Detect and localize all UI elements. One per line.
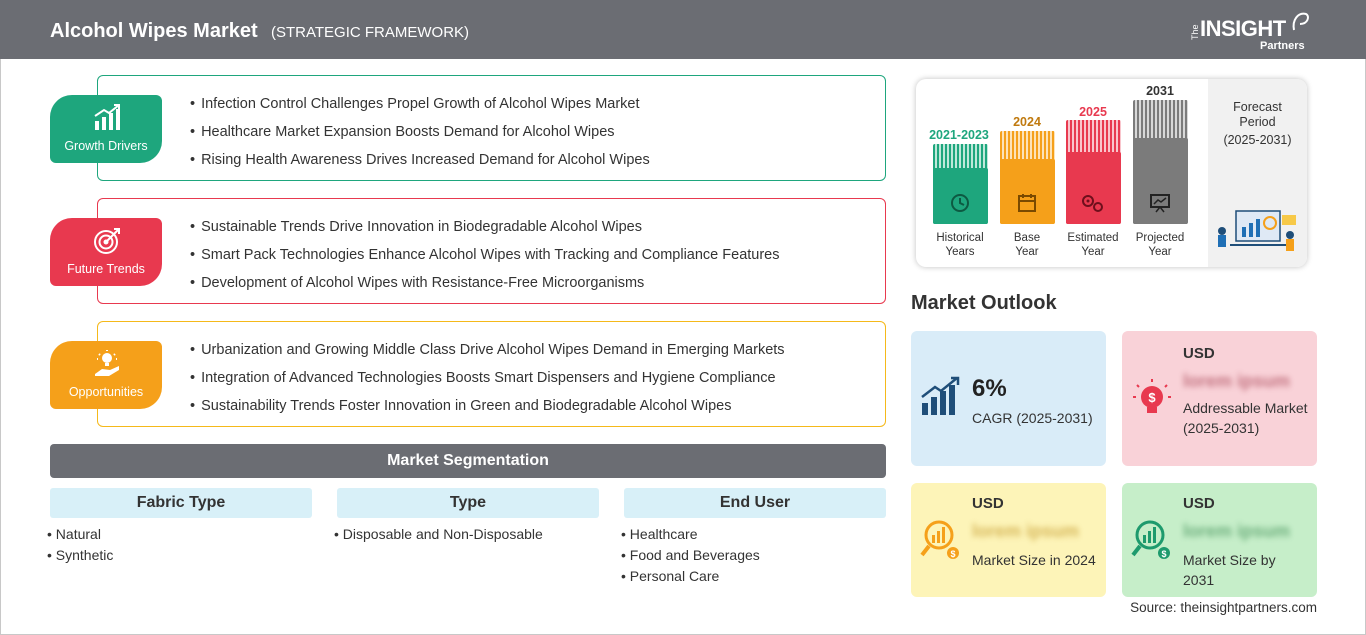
- list-item: Synthetic: [47, 545, 114, 566]
- logo-insight-text: INSIGHT: [1200, 16, 1286, 41]
- cagr-value: 6%: [972, 375, 1007, 402]
- calendar-icon: [1018, 194, 1036, 212]
- future-trends-list: Sustainable Trends Drive Innovation in B…: [190, 213, 780, 297]
- cagr-card: 6% CAGR (2025-2031): [911, 331, 1106, 466]
- list-item: Development of Alcohol Wipes with Resist…: [190, 269, 780, 297]
- size2031-value: lorem ipsum: [1183, 521, 1291, 541]
- gears-icon: [1082, 195, 1103, 212]
- opportunities-badge: Opportunities: [50, 341, 162, 409]
- size2031-usd: USD: [1183, 495, 1215, 512]
- market-size-2031-card: $ USD lorem ipsum Market Size by 2031: [1122, 483, 1317, 597]
- bar-base: [1000, 131, 1055, 224]
- list-item: Personal Care: [621, 566, 760, 587]
- market-size-2024-card: $ USD lorem ipsum Market Size in 2024: [911, 483, 1106, 597]
- forecast-label-line1: Forecast: [1233, 100, 1282, 114]
- size2031-label: Market Size by 2031: [1183, 552, 1276, 588]
- list-item: Infection Control Challenges Propel Grow…: [190, 90, 650, 118]
- addressable-value: lorem ipsum: [1183, 371, 1291, 391]
- growth-drivers-label: Growth Drivers: [64, 139, 148, 153]
- page-subtitle: (STRATEGIC FRAMEWORK): [271, 24, 470, 41]
- forecast-label-line2: Period: [1239, 115, 1276, 129]
- bar-historical: [933, 144, 988, 224]
- size2024-usd: USD: [972, 495, 1004, 512]
- bar-estimated: [1066, 120, 1121, 224]
- end-user-list: Healthcare Food and Beverages Personal C…: [621, 524, 760, 587]
- magnifier-chart-icon: $: [1131, 520, 1170, 559]
- segmentation-title: Market Segmentation: [50, 444, 886, 478]
- magnifier-chart-icon: $: [920, 520, 959, 559]
- period-year-projected: 2031: [1146, 84, 1174, 98]
- growth-chart-icon: [94, 104, 120, 130]
- header-bar: Alcohol Wipes Market (STRATEGIC FRAMEWOR…: [0, 0, 1366, 59]
- company-logo: The INSIGHT Partners: [1190, 8, 1320, 54]
- dollar-bulb-icon: $: [1133, 379, 1171, 413]
- growth-chart-icon: [921, 376, 960, 415]
- addressable-market-card: $ USD lorem ipsum Addressable Market (20…: [1122, 331, 1317, 466]
- list-item: Healthcare: [621, 524, 760, 545]
- period-year-historical: 2021-2023: [929, 128, 989, 142]
- period-year-estimated: 2025: [1079, 105, 1107, 119]
- opportunities-list: Urbanization and Growing Middle Class Dr…: [190, 336, 785, 420]
- size2024-label: Market Size in 2024: [972, 552, 1096, 568]
- segment-heading-end-user: End User: [624, 488, 886, 518]
- list-item: Integration of Advanced Technologies Boo…: [190, 364, 785, 392]
- opportunities-label: Opportunities: [68, 385, 144, 399]
- bar-projected: [1133, 100, 1188, 224]
- list-item: Healthcare Market Expansion Boosts Deman…: [190, 118, 650, 146]
- addressable-label: Addressable Market (2025-2031): [1183, 400, 1308, 436]
- list-item: Natural: [47, 524, 113, 545]
- size2024-value: lorem ipsum: [972, 521, 1080, 541]
- cagr-label: CAGR (2025-2031): [972, 410, 1093, 426]
- type-list: Disposable and Non-Disposable: [334, 524, 543, 545]
- history-icon: [951, 194, 969, 212]
- opportunities-box: Urbanization and Growing Middle Class Dr…: [97, 321, 886, 427]
- future-trends-label: Future Trends: [67, 262, 145, 276]
- forecast-range: (2025-2031): [1223, 133, 1292, 147]
- lightbulb-hand-icon: [95, 350, 119, 376]
- future-trends-box: Sustainable Trends Drive Innovation in B…: [97, 198, 886, 304]
- segment-heading-fabric-type: Fabric Type: [50, 488, 312, 518]
- fabric-type-list: Natural Synthetic: [47, 524, 114, 566]
- svg-text:$: $: [950, 549, 955, 559]
- list-item: Food and Beverages: [621, 545, 760, 566]
- list-item: Rising Health Awareness Drives Increased…: [190, 146, 650, 174]
- analytics-people-icon: [1218, 210, 1296, 251]
- list-item: Smart Pack Technologies Enhance Alcohol …: [190, 241, 779, 269]
- target-icon: [94, 228, 120, 254]
- growth-drivers-list: Infection Control Challenges Propel Grow…: [190, 90, 650, 174]
- list-item: Urbanization and Growing Middle Class Dr…: [190, 336, 784, 364]
- list-item: Disposable and Non-Disposable: [334, 524, 543, 545]
- page-title: Alcohol Wipes Market: [50, 20, 258, 42]
- logo-the-text: The: [1190, 24, 1200, 40]
- list-item: Sustainability Trends Foster Innovation …: [190, 392, 785, 420]
- addressable-usd: USD: [1183, 345, 1215, 362]
- source-text: Source: theinsightpartners.com: [1130, 600, 1317, 615]
- forecast-period-panel: Forecast Period (2025-2031): [1208, 79, 1307, 267]
- segment-heading-type: Type: [337, 488, 599, 518]
- presentation-icon: [1150, 194, 1170, 213]
- logo-swirl-icon: [1292, 12, 1309, 31]
- growth-drivers-box: Infection Control Challenges Propel Grow…: [97, 75, 886, 181]
- growth-drivers-badge: Growth Drivers: [50, 95, 162, 163]
- market-outlook-title: Market Outlook: [911, 292, 1057, 314]
- logo-partners-text: Partners: [1260, 40, 1305, 52]
- future-trends-badge: Future Trends: [50, 218, 162, 286]
- svg-text:$: $: [1161, 549, 1166, 559]
- svg-text:$: $: [1148, 390, 1156, 405]
- period-year-base: 2024: [1013, 115, 1041, 129]
- list-item: Sustainable Trends Drive Innovation in B…: [190, 213, 780, 241]
